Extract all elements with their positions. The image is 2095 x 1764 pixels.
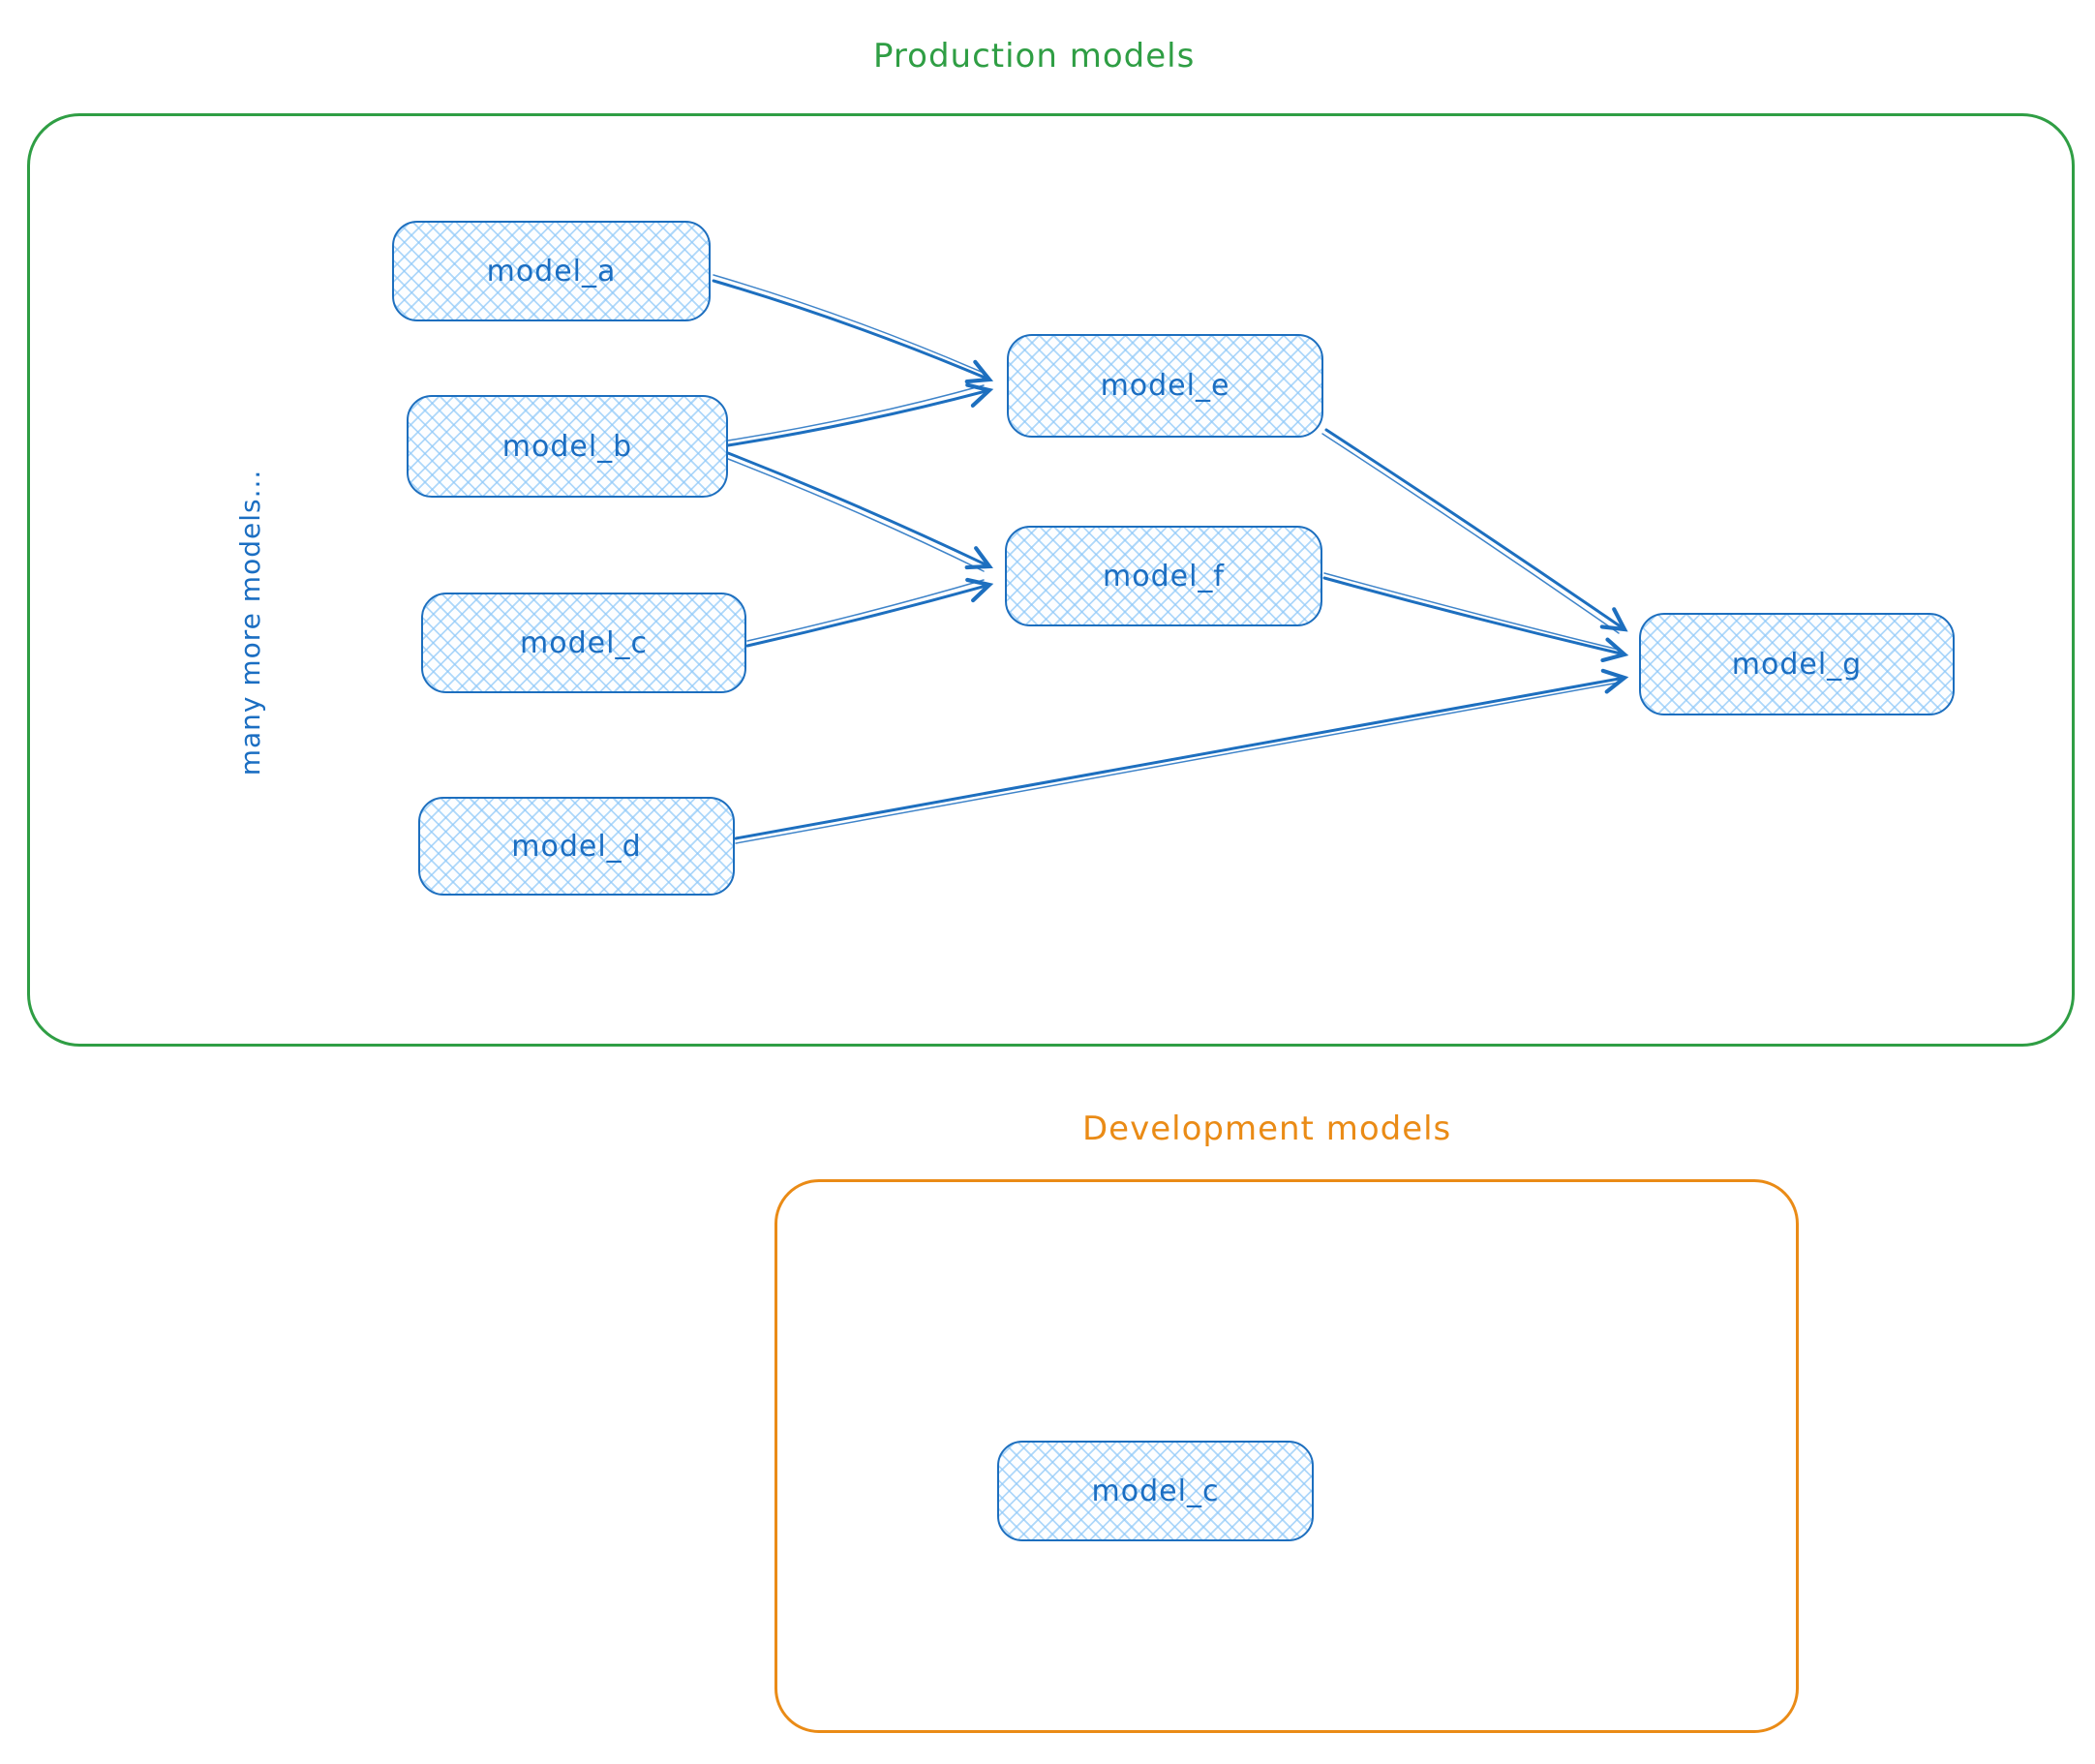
- node-label: model_c: [1091, 1474, 1220, 1508]
- node-model_b[interactable]: model_b: [407, 395, 728, 498]
- node-label: model_e: [1100, 369, 1230, 403]
- node-model_g[interactable]: model_g: [1639, 613, 1955, 715]
- node-label: model_a: [486, 254, 617, 289]
- node-model_f[interactable]: model_f: [1005, 526, 1322, 626]
- node-model_d[interactable]: model_d: [418, 797, 735, 896]
- development-frame-title[interactable]: Development models: [1082, 1110, 1452, 1148]
- node-label: model_f: [1103, 559, 1225, 593]
- node-model_a[interactable]: model_a: [392, 221, 711, 321]
- development-frame[interactable]: [774, 1179, 1799, 1733]
- many-more-models-note[interactable]: many more models...: [233, 469, 266, 776]
- node-label: model_d: [511, 829, 642, 864]
- node-label: model_g: [1731, 647, 1863, 682]
- production-frame[interactable]: [27, 113, 2075, 1047]
- node-model_c[interactable]: model_c: [421, 593, 746, 693]
- node-label: model_c: [520, 625, 648, 660]
- node-label: model_b: [501, 429, 633, 464]
- production-frame-title[interactable]: Production models: [873, 37, 1196, 76]
- node-model_e[interactable]: model_e: [1007, 334, 1323, 438]
- node-model_c-dev[interactable]: model_c: [997, 1441, 1314, 1541]
